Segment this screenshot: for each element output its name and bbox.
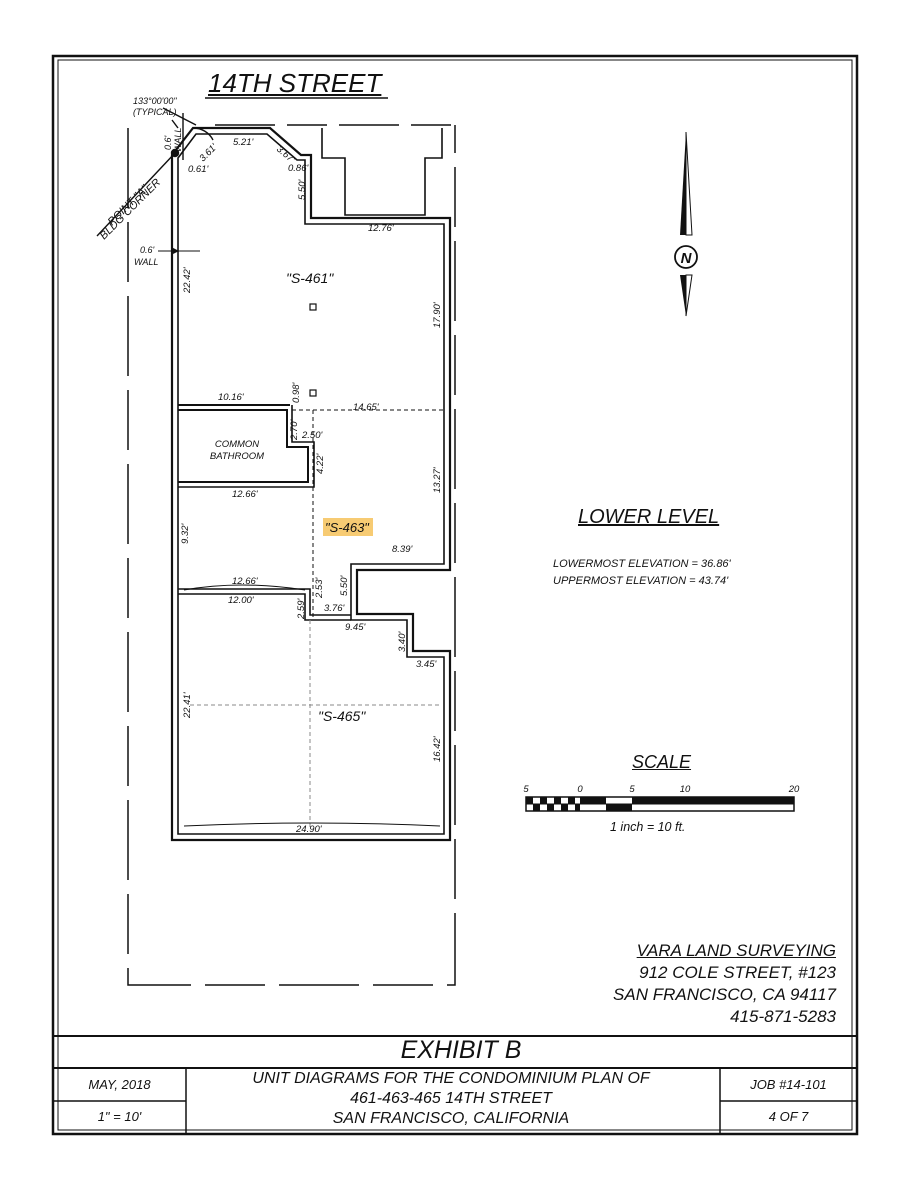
north-label: N [681,250,693,267]
wall-side-value: 0.6' [140,245,155,255]
dim-text: 9.32' [180,523,191,544]
dim-text: 12.66' [232,576,259,587]
scale-tick-label: 0 [577,784,583,795]
wall-side-label: WALL [134,257,158,267]
dim-text: 0.98' [291,382,302,403]
column-marker [309,303,317,311]
surveyor-address2: SAN FRANCISCO, CA 94117 [613,985,836,1004]
common-bathroom-label: COMMON [215,439,259,450]
bldg-corner-label: BLDG CORNER [98,177,164,243]
scale-tick-label: 10 [680,784,691,795]
scale-tick-label: 20 [788,784,800,795]
sheet-border [51,54,859,1136]
building-outline [170,126,452,842]
unit-label-s463: "S-463" [325,520,370,535]
north-arrow-icon [674,131,698,317]
dim-text: 5.21' [233,137,254,148]
title-block-sheet: 4 OF 7 [768,1109,809,1124]
sheet-inner-border [57,59,853,1131]
scale-bar [525,796,795,812]
lowermost-elevation: LOWERMOST ELEVATION = 36.86' [553,558,731,570]
dim-text: 5.50' [339,575,350,596]
dim-text: 10.16' [218,392,245,403]
dim-text: 3.40' [397,631,408,652]
dim-text: 5.50' [297,179,308,200]
lower-level-title: LOWER LEVEL [578,506,720,528]
dim-text: 16.42' [432,735,443,762]
dim-text: 13.27' [432,466,443,493]
s463-highlight [323,518,373,536]
interior-partitions [178,404,351,621]
dim-text: 22.41' [182,691,193,719]
title-block-date: MAY, 2018 [88,1077,151,1092]
dim-text: 2.50' [301,430,323,441]
column-marker [309,389,317,397]
dim-text: 9.45' [345,622,366,633]
wall-top-value: 0.6' [163,135,173,150]
dim-text: 8.39' [392,544,413,555]
wall-top-label: WALL [173,128,183,152]
scale-tick-label: 5 [523,784,529,795]
dim-text: 12.66' [232,489,259,500]
exhibit-title: EXHIBIT B [400,1036,522,1064]
dim-text: 14.65' [353,402,380,413]
dim-text: 12.76' [368,223,395,234]
dim-text: 22.42' [182,266,193,294]
dim-text: 2.59' [296,598,307,620]
surveyor-address1: 912 COLE STREET, #123 [639,963,836,982]
dim-text: 12.00' [228,595,255,606]
title-block-lines [53,1035,857,1134]
title-block-job: JOB #14-101 [750,1077,827,1092]
scale-title: SCALE [632,752,692,772]
dim-text: 3.45' [416,659,437,670]
unit-division-lines [190,409,444,830]
lot-boundary [127,124,456,986]
dimension-arcs [183,584,441,827]
scale-tick-label: 5 [629,784,635,795]
wall-dimension-arrow [158,247,200,255]
dim-text: 2.70' [289,419,300,441]
dim-text: 4.22' [315,453,326,474]
dim-text: 2.53' [314,577,325,599]
title-line1: UNIT DIAGRAMS FOR THE CONDOMINIUM PLAN O… [252,1070,650,1087]
dim-text: 3.76' [324,603,345,614]
dim-text: 17.90' [432,301,443,328]
surveyor-name: VARA LAND SURVEYING [636,941,836,960]
scale-note: 1 inch = 10 ft. [610,820,686,834]
street-name: 14TH STREET [208,68,382,98]
uppermost-elevation: UPPERMOST ELEVATION = 43.74' [553,575,729,587]
angle-callout-line2: (TYPICAL) [133,107,177,117]
dim-text: 3.61' [197,141,220,164]
title-line2: 461-463-465 14TH STREET [350,1090,552,1107]
angle-callout-line1: 133°00'00" [133,96,177,106]
dim-text: 0.61' [188,164,209,175]
title-line3: SAN FRANCISCO, CALIFORNIA [332,1110,570,1127]
dim-text: 0.86' [288,163,309,174]
unit-label-s465: "S-465" [318,708,366,724]
common-bathroom-label: BATHROOM [210,451,264,462]
surveyor-phone: 415-871-5283 [730,1007,836,1026]
point-a-callout [96,107,214,237]
dim-text: 24.90' [295,824,323,835]
unit-label-s461: "S-461" [286,270,334,286]
title-block-scale: 1" = 10' [97,1109,142,1124]
